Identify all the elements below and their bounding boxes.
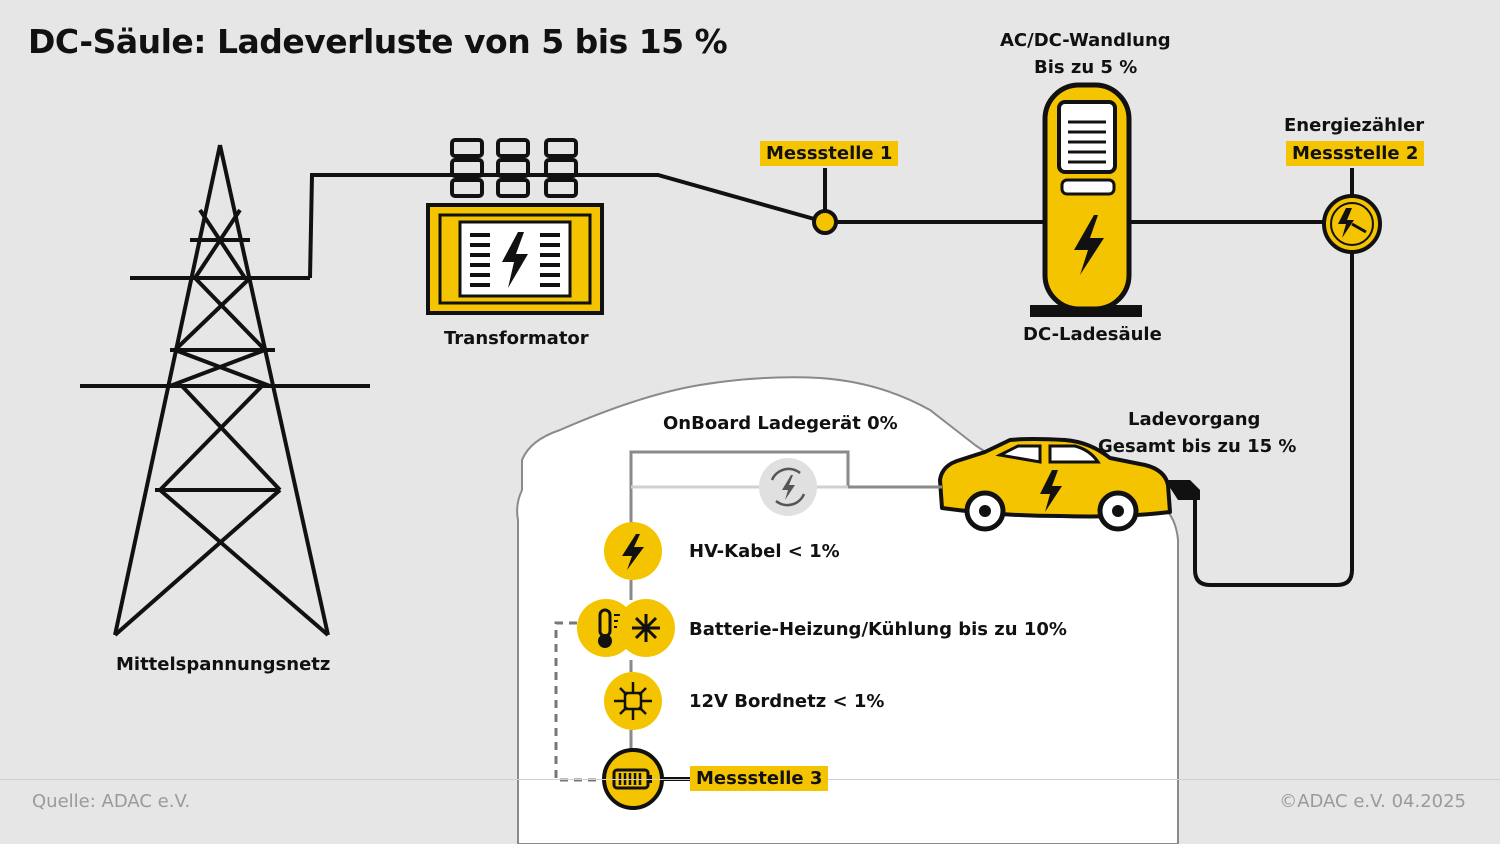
page-title: DC-Säule: Ladeverluste von 5 bis 15 % [28, 22, 728, 61]
label-tower: Mittelspannungsnetz [116, 654, 331, 675]
label-measure-1: Messstelle 1 [760, 141, 899, 166]
label-measure-3: Messstelle 3 [690, 766, 829, 791]
label-acdc-2: Bis zu 5 % [1034, 57, 1138, 78]
car-icon [938, 437, 1200, 532]
snowflake-icon [617, 599, 675, 657]
label-charging-2: Gesamt bis zu 15 % [1098, 436, 1297, 457]
label-charger: DC-Ladesäule [1023, 324, 1162, 345]
charging-station-icon [1030, 82, 1142, 317]
label-onboard: OnBoard Ladegerät 0% [663, 413, 898, 434]
label-acdc-1: AC/DC-Wandlung [1000, 30, 1171, 51]
circuit-icon [604, 672, 662, 730]
label-hv-cable: HV-Kabel < 1% [689, 541, 840, 562]
grid-line [308, 173, 826, 279]
energy-meter-icon [1322, 194, 1382, 254]
footer-copyright: ©ADAC e.V. 04.2025 [1279, 791, 1466, 812]
label-bordnetz: 12V Bordnetz < 1% [689, 691, 885, 712]
transformer-icon [426, 138, 604, 315]
thermometer-icon [577, 599, 635, 657]
measure-point-1 [812, 209, 838, 235]
tower-icon [80, 144, 370, 637]
label-measure-2: Messstelle 2 [1286, 141, 1425, 166]
measure-3-dashed-link [554, 621, 602, 782]
converter-icon [759, 458, 817, 516]
label-charging-1: Ladevorgang [1128, 409, 1261, 430]
label-battery-thermal: Batterie-Heizung/Kühlung bis zu 10% [689, 619, 1067, 640]
footer-source: Quelle: ADAC e.V. [32, 791, 191, 812]
lightning-icon [604, 522, 662, 580]
label-meter: Energiezähler [1284, 115, 1425, 136]
label-transformer: Transformator [444, 328, 589, 349]
